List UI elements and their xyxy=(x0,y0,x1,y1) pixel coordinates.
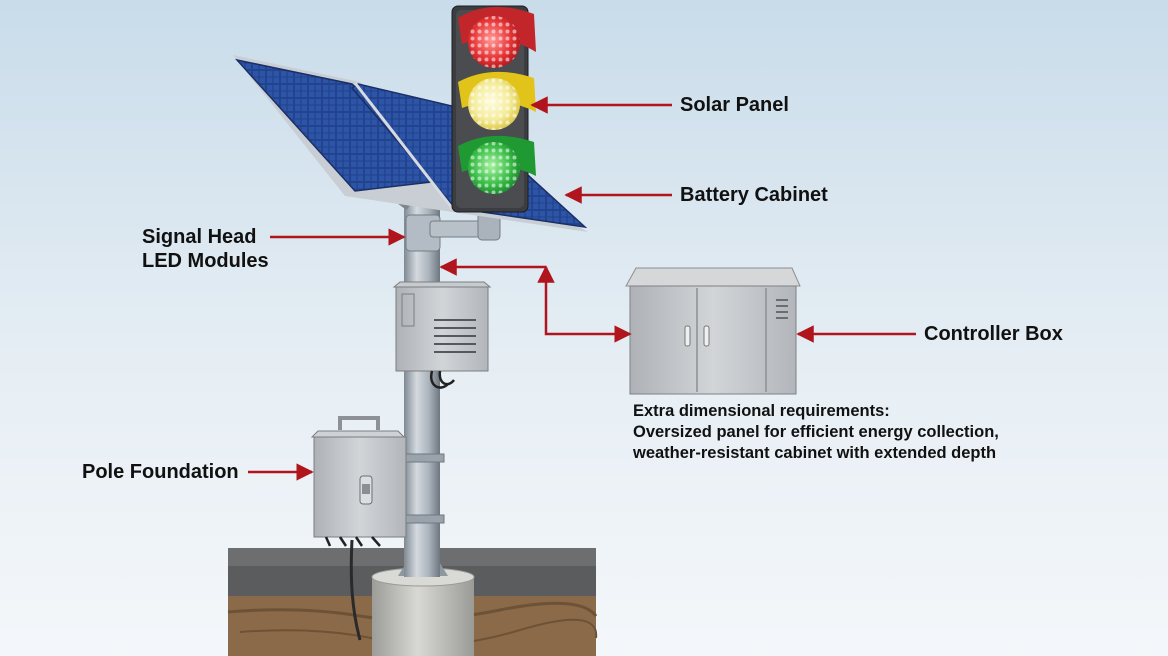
label-battery-cabinet: Battery Cabinet xyxy=(680,184,828,206)
lower-cabinet xyxy=(310,416,407,547)
label-controller-box: Controller Box xyxy=(924,323,1063,345)
note-line-3: weather-resistant cabinet with extended … xyxy=(633,444,997,462)
pole-mounted-box xyxy=(392,281,492,389)
callout-arrows xyxy=(248,96,916,481)
note-line-1: Extra dimensional requirements: xyxy=(633,402,890,420)
note-line-2: Oversized panel for efficient energy col… xyxy=(633,423,999,441)
ground-cable xyxy=(349,539,362,641)
standalone-cabinet xyxy=(625,267,801,395)
signal-head xyxy=(451,5,536,213)
label-pole-foundation: Pole Foundation xyxy=(82,461,239,483)
label-signal-head-line2: LED Modules xyxy=(142,250,269,272)
ground-block xyxy=(227,548,598,656)
bracket-arm xyxy=(405,209,501,252)
connector-arrow xyxy=(537,265,632,343)
pole-clamp-lower xyxy=(399,514,445,524)
pole-clamp-upper xyxy=(399,453,445,463)
label-signal-head-line1: Signal Head xyxy=(142,226,257,248)
requirements-note: Extra dimensional requirements: Oversize… xyxy=(633,401,999,464)
label-solar-panel: Solar Panel xyxy=(680,94,789,116)
